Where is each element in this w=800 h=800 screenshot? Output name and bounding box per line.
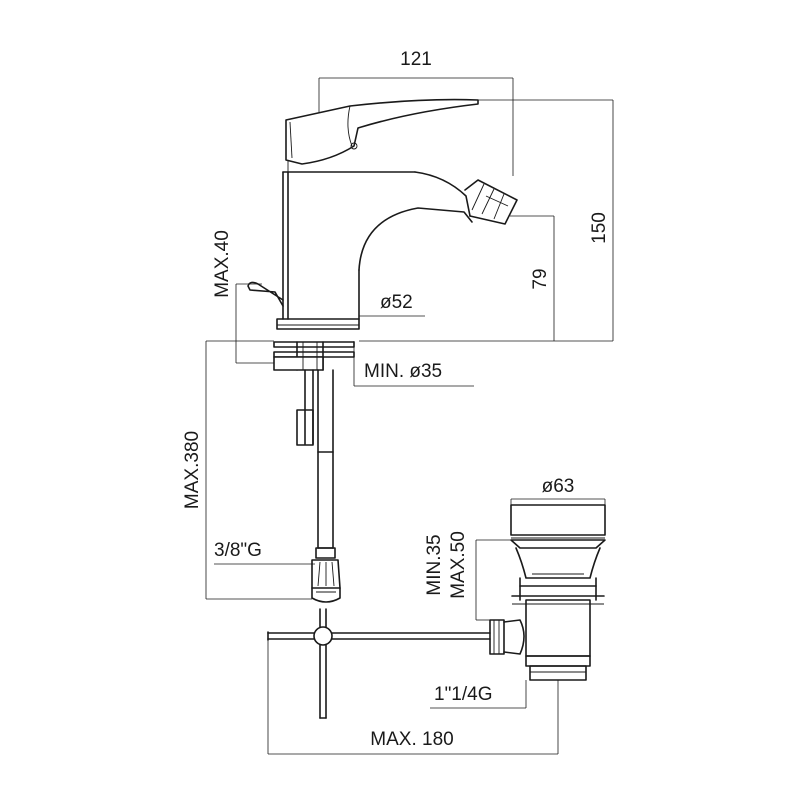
label-waste-max: MAX.50 [448,531,469,599]
waste-assembly [489,504,606,681]
label-hose-max: MAX.380 [182,431,203,509]
base-flange [276,318,360,330]
spout [358,207,473,271]
faucet-column [282,171,360,320]
label-spout-79: 79 [530,268,551,289]
faucet-body [247,98,518,330]
supply-hose [311,369,341,603]
label-waste-min: MIN.35 [424,534,445,595]
popup-lever [247,281,284,307]
lever-handle [285,98,479,165]
label-lever-max: MAX.40 [212,230,233,298]
label-waste-thread: 1"1/4G [434,684,493,705]
label-rod-max: MAX. 180 [370,729,453,750]
aerator [464,179,518,225]
label-hole-min: MIN. ø35 [364,361,442,382]
label-width-121: 121 [400,49,432,70]
fixing-kit [273,341,355,446]
label-body-diameter: ø52 [380,292,413,313]
dimension-lines [205,77,614,755]
dimension-labels: 121 150 79 MAX.40 ø52 MIN. ø35 MAX.380 3… [182,49,610,750]
pull-rod [267,608,491,719]
label-height-150: 150 [589,212,610,244]
label-hose-thread: 3/8"G [214,540,262,561]
label-waste-diameter: ø63 [542,476,575,497]
